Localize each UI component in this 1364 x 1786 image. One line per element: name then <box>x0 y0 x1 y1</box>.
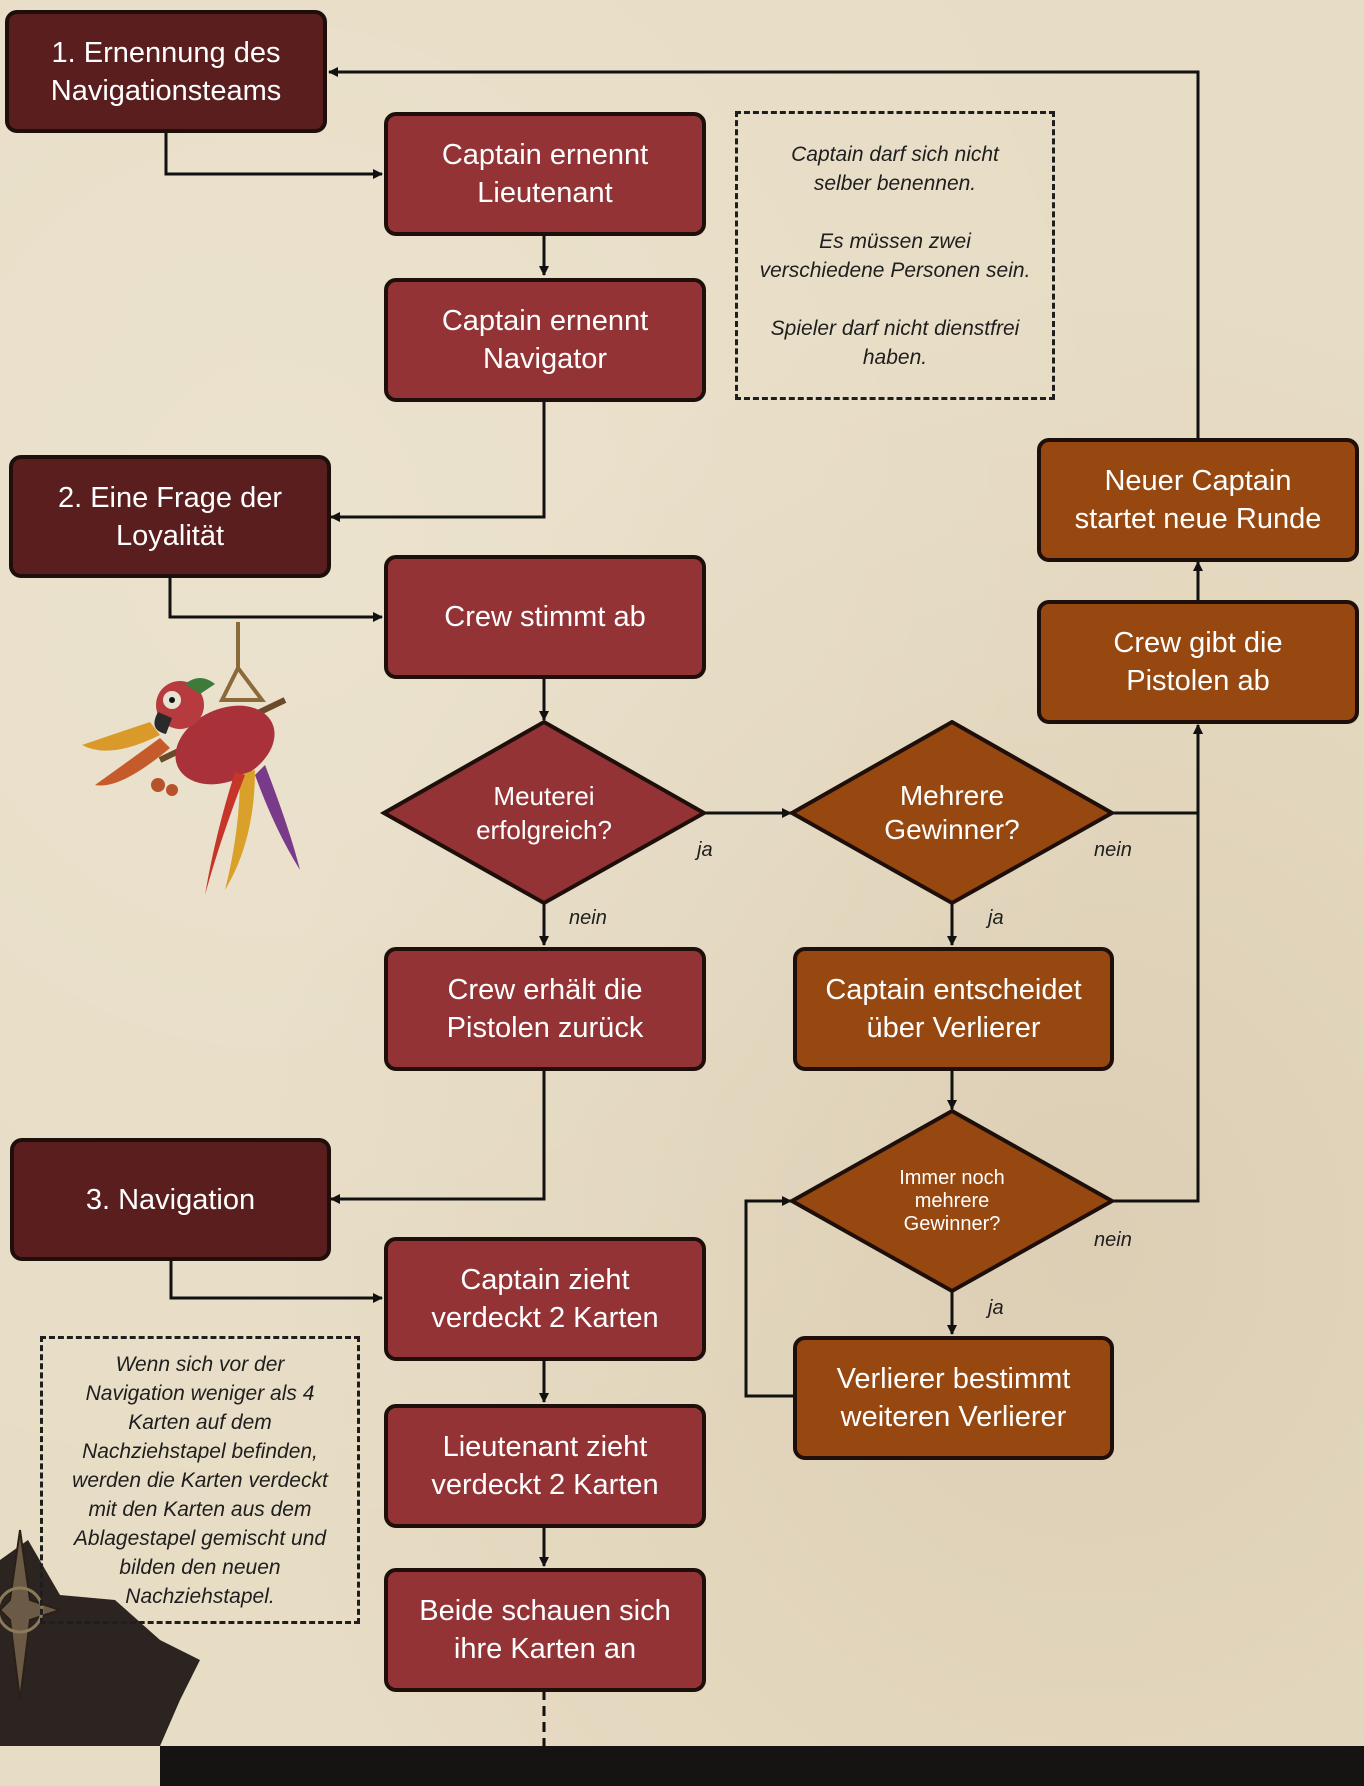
edge-label-mutiny-yes: ja <box>697 839 713 861</box>
footer-band <box>160 1746 1364 1786</box>
step-captain-entscheidet: Captain entscheidet über Verlierer <box>793 947 1114 1071</box>
step-captain-ernennt-navigator: Captain ernennt Navigator <box>384 278 706 402</box>
step-lieutenant-zieht-karten: Lieutenant zieht verdeckt 2 Karten <box>384 1404 706 1528</box>
edge-loser-loop <box>744 1196 793 1398</box>
edge-label-multiple-yes: ja <box>988 907 1004 929</box>
decision-still-multiple-label: Immer noch mehrere Gewinner? <box>899 1166 1005 1235</box>
step-crew-stimmt-ab: Crew stimmt ab <box>384 555 706 679</box>
edge-label-multiple-no: nein <box>1094 839 1132 861</box>
decision-mutiny-label: Meuterei erfolgreich? <box>476 781 612 845</box>
decision-multiple-winners <box>787 719 1117 906</box>
decision-mutiny <box>379 719 709 906</box>
step-crew-erhaelt-pistolen: Crew erhält die Pistolen zurück <box>384 947 706 1071</box>
edge-navigator-to-s2 <box>330 402 546 522</box>
edge-still-no <box>1112 724 1203 1203</box>
edge-s2-to-vote <box>168 577 383 622</box>
edge-new-captain-to-s1 <box>328 67 1200 438</box>
deck-note: Wenn sich vor der Navigation weniger als… <box>40 1336 360 1624</box>
rule-note: Captain darf sich nicht selber benennen.… <box>735 111 1055 400</box>
edge-label-mutiny-no: nein <box>569 907 607 929</box>
edge-return-to-s3 <box>330 1071 546 1204</box>
edge-multiple-no <box>1112 724 1203 815</box>
decision-still-multiple <box>787 1108 1117 1294</box>
step-captain-zieht-karten: Captain zieht verdeckt 2 Karten <box>384 1237 706 1361</box>
section-ernennung: 1. Ernennung des Navigationsteams <box>5 10 327 133</box>
step-crew-gibt-pistolen: Crew gibt die Pistolen ab <box>1037 600 1359 724</box>
step-beide-schauen-karten: Beide schauen sich ihre Karten an <box>384 1568 706 1692</box>
edge-label-still-no: nein <box>1094 1229 1132 1251</box>
step-neuer-captain: Neuer Captain startet neue Runde <box>1037 438 1359 562</box>
edge-label-still-yes: ja <box>988 1297 1004 1319</box>
section-navigation: 3. Navigation <box>10 1138 331 1261</box>
edge-s1-to-lieutenant <box>164 133 383 179</box>
decision-multiple-winners-label: Mehrere Gewinner? <box>884 780 1020 845</box>
parrot-illustration <box>82 622 300 895</box>
step-verlierer-bestimmt: Verlierer bestimmt weiteren Verlierer <box>793 1336 1114 1460</box>
step-captain-ernennt-lieutenant: Captain ernennt Lieutenant <box>384 112 706 236</box>
edge-s3-to-captain-draws <box>169 1260 383 1303</box>
section-loyalitaet: 2. Eine Frage der Loyalität <box>9 455 331 578</box>
